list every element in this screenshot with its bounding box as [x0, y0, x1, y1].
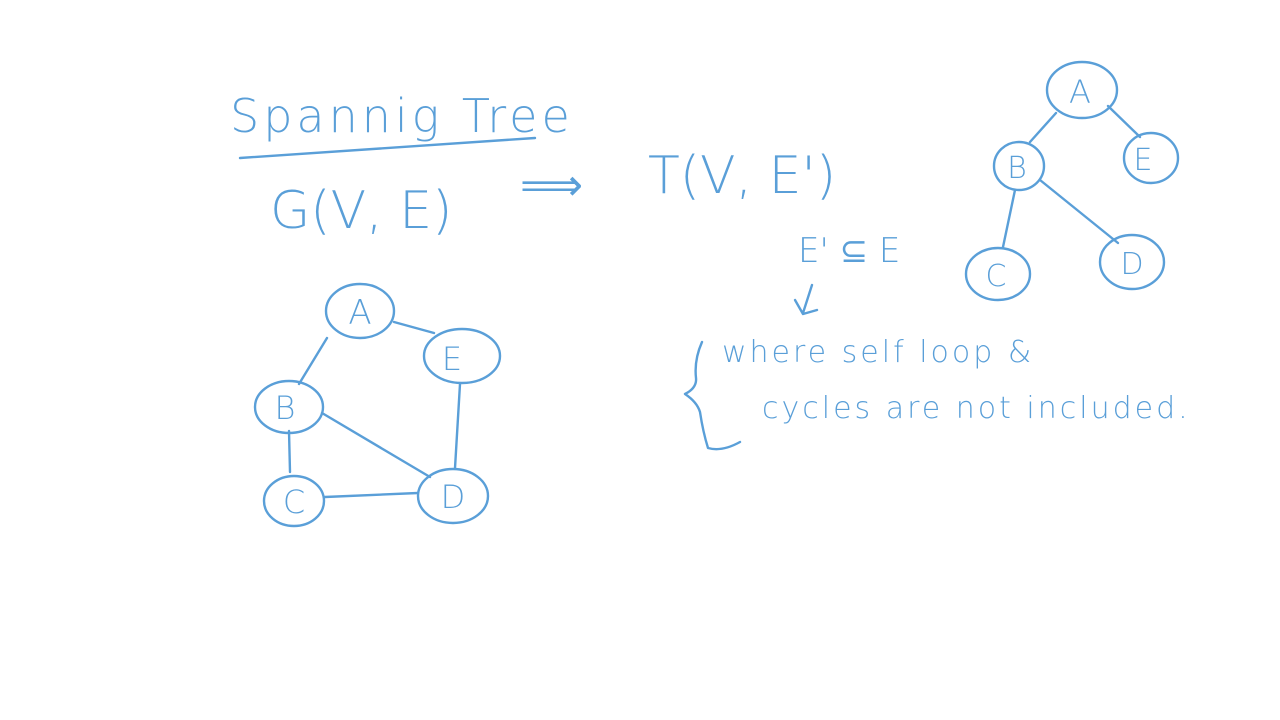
graph-node-e: E — [422, 327, 502, 385]
title-text: Spannig Tree — [230, 89, 574, 143]
graph-node-c-label: C — [283, 483, 305, 521]
tree-node-e-label: E — [1134, 143, 1153, 178]
graph-diagram: A E B C D — [253, 282, 502, 528]
implies-arrow: ⟹ — [520, 160, 583, 211]
graph-node-c: C — [262, 474, 326, 528]
tree-node-c-label: C — [986, 259, 1007, 294]
tree-edges — [1001, 104, 1142, 249]
tree-edge-b-d — [1038, 178, 1120, 245]
tree-node-a-label: A — [1069, 73, 1091, 111]
title-underline — [238, 136, 537, 160]
graph-edge-c-d — [323, 491, 420, 499]
graph-edge-b-d — [320, 411, 432, 479]
graph-node-d: D — [416, 467, 490, 525]
graph-node-d-label: D — [441, 478, 466, 516]
graph-node-b: B — [253, 379, 325, 435]
note-line-1: where self loop & — [722, 335, 1034, 370]
tree-node-a: A — [1045, 60, 1119, 120]
tree-edge-a-b — [1028, 111, 1058, 144]
tree-node-c: C — [964, 246, 1032, 302]
note-line-2: cycles are not included. — [762, 391, 1191, 426]
tree-node-b: B — [992, 140, 1046, 192]
subset-notation: E' ⊆ E — [798, 231, 900, 271]
tree-node-d: D — [1098, 233, 1166, 291]
tree-diagram: A E B C D — [964, 60, 1180, 302]
graph-edges — [287, 320, 462, 499]
tree-edge-a-e — [1106, 104, 1142, 139]
graph-node-a-label: A — [348, 293, 371, 333]
tree-node-b-label: B — [1007, 151, 1027, 186]
graph-edge-e-d — [453, 382, 462, 470]
pointer-arrow — [793, 283, 819, 316]
graph-edge-a-b — [297, 336, 329, 386]
graph-node-b-label: B — [275, 389, 296, 427]
graph-node-e-label: E — [442, 340, 462, 378]
tree-edge-b-c — [1001, 188, 1017, 249]
tree-node-d-label: D — [1120, 247, 1143, 282]
tree-node-e: E — [1122, 131, 1180, 185]
graph-notation: G(V, E) — [270, 181, 452, 241]
graph-edge-b-c — [287, 429, 292, 474]
tree-notation: T(V, E') — [648, 146, 836, 206]
graph-node-a: A — [324, 282, 396, 340]
curly-brace — [683, 340, 742, 451]
graph-edge-a-e — [392, 320, 436, 335]
